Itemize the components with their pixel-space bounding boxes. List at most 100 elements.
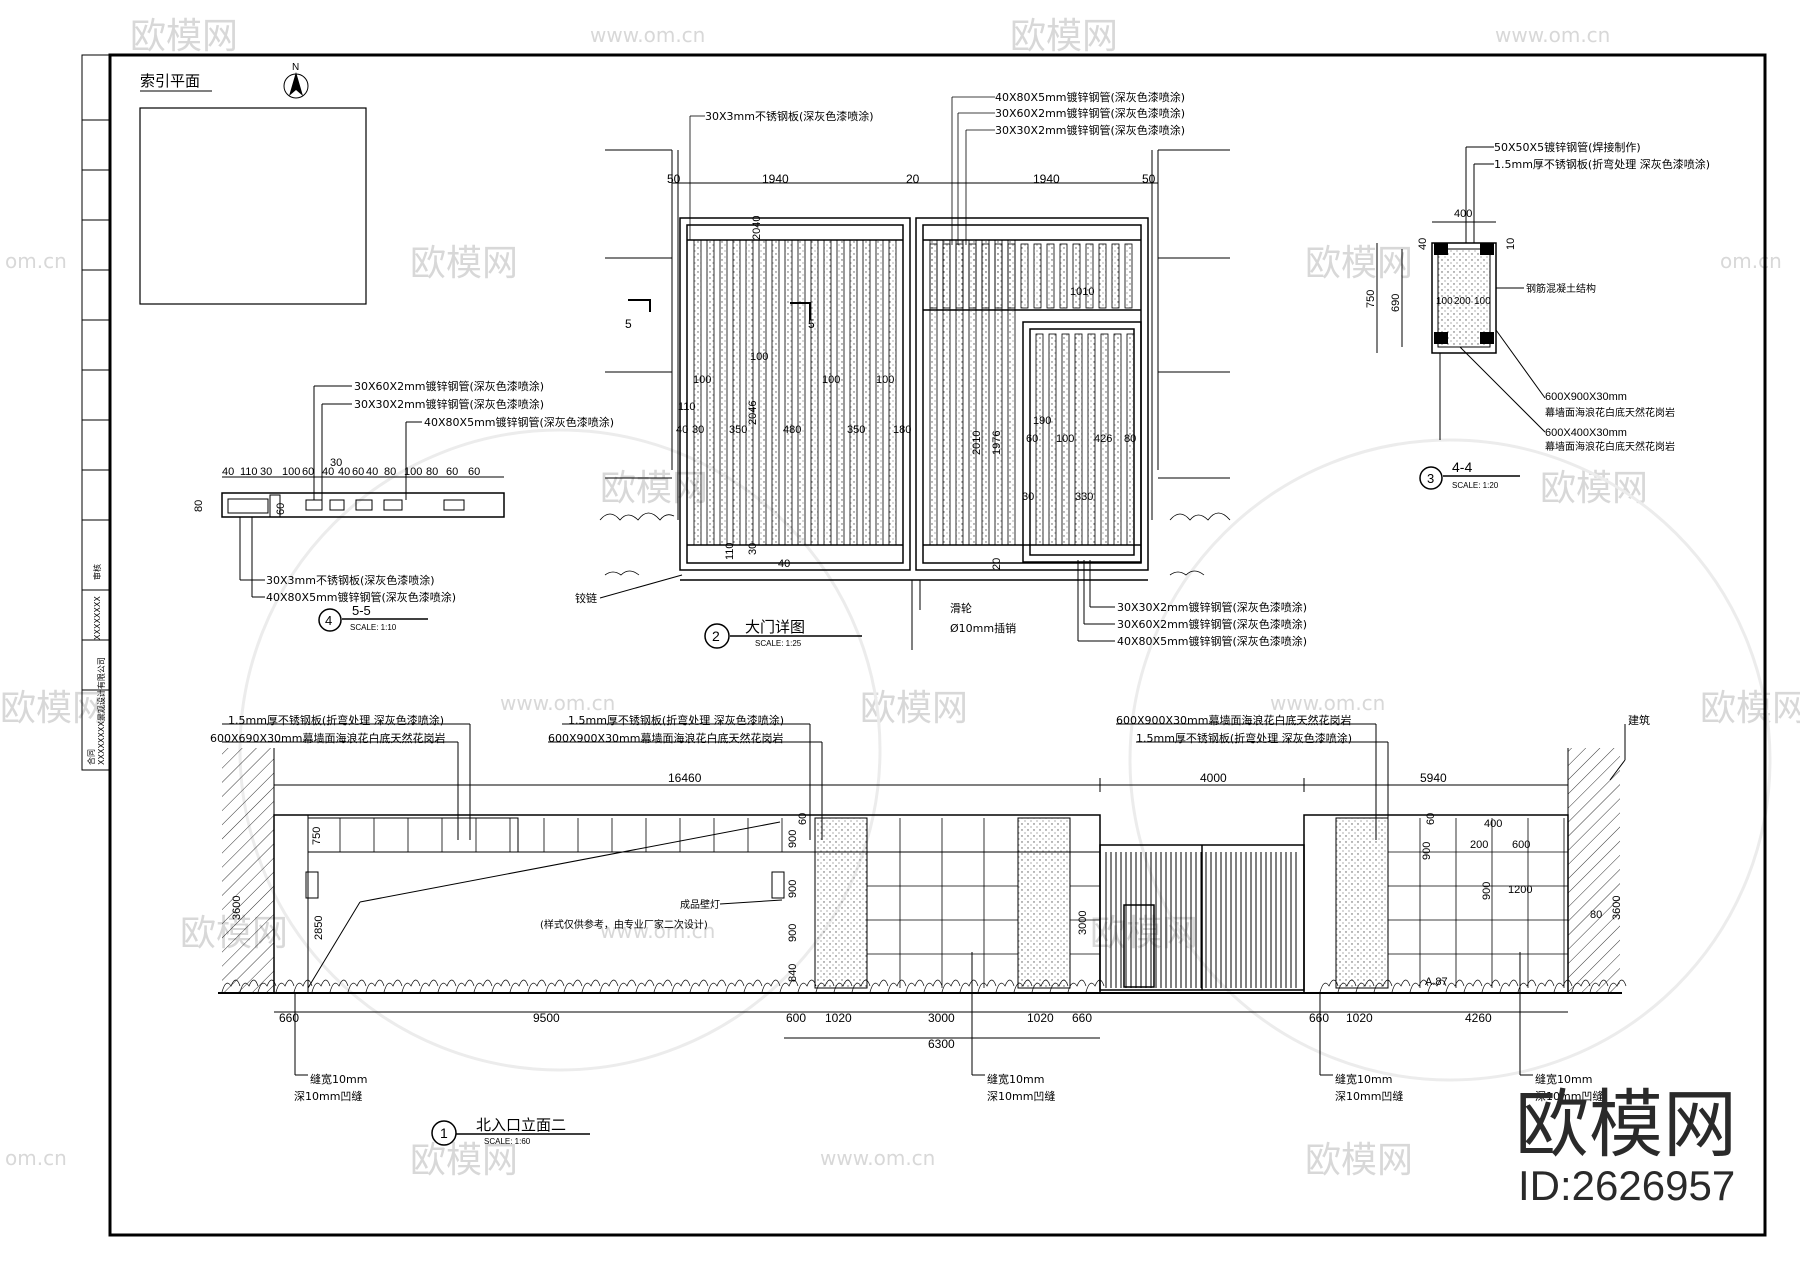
- shrub: [1409, 979, 1429, 993]
- shrub: [1427, 979, 1447, 993]
- shrub: [437, 979, 457, 993]
- svg-text:SCALE: 1:25: SCALE: 1:25: [755, 639, 802, 648]
- svg-text:750: 750: [1365, 290, 1377, 308]
- svg-text:30X3mm不锈钢板(深灰色漆喷涂): 30X3mm不锈钢板(深灰色漆喷涂): [266, 573, 435, 587]
- shrub: [1607, 979, 1627, 993]
- svg-text:60: 60: [1026, 433, 1038, 445]
- svg-text:合同: 合同: [86, 749, 96, 765]
- watermark-site: www.om.cn: [500, 691, 615, 715]
- watermark-site: om.cn: [1720, 249, 1782, 273]
- gate-bar: [875, 239, 884, 546]
- watermark-brand: 欧模网: [1305, 1140, 1413, 1181]
- svg-text:审核: 审核: [92, 564, 102, 580]
- svg-text:110: 110: [724, 542, 736, 560]
- gate-bar: [1035, 333, 1044, 546]
- shrub: [383, 979, 403, 993]
- gate-bar: [849, 239, 858, 546]
- gate-bar: [981, 239, 990, 546]
- svg-text:30: 30: [692, 424, 704, 436]
- svg-text:40X80X5mm镀锌钢管(深灰色漆喷涂): 40X80X5mm镀锌钢管(深灰色漆喷涂): [266, 590, 456, 604]
- view-title-4: 4 5-5 SCALE: 1:10: [318, 603, 428, 632]
- svg-text:40: 40: [676, 424, 688, 436]
- svg-text:北入口立面二: 北入口立面二: [476, 1116, 566, 1134]
- gate-detail: 5 5 50 1940 20 1940 50 100 100 100 100 1…: [575, 90, 1307, 650]
- shrub: [581, 979, 601, 993]
- watermark-brand: 欧模网: [0, 688, 108, 729]
- shrub: [689, 979, 709, 993]
- shrub: [977, 979, 997, 993]
- svg-text:100: 100: [1056, 433, 1074, 445]
- svg-text:幕墙面海浪花白底天然花岗岩: 幕墙面海浪花白底天然花岗岩: [1545, 406, 1675, 419]
- watermark-brand: 欧模网: [130, 16, 238, 57]
- shrub: [815, 979, 835, 993]
- shrub: [563, 979, 583, 993]
- shrub: [1085, 979, 1105, 993]
- svg-text:Ø10mm插销: Ø10mm插销: [950, 621, 1016, 635]
- gate-bar: [981, 243, 990, 309]
- shrub: [401, 979, 421, 993]
- svg-text:2046: 2046: [747, 401, 759, 425]
- watermark-brand: 欧模网: [600, 468, 708, 509]
- svg-text:80: 80: [193, 500, 205, 512]
- shrub: [311, 979, 331, 993]
- svg-text:幕墙面海浪花白底天然花岗岩: 幕墙面海浪花白底天然花岗岩: [1545, 440, 1675, 453]
- svg-text:5: 5: [625, 317, 632, 331]
- shrub: [1355, 979, 1375, 993]
- left-title-strip: 合同 XXXXXXXX景观设计有限公司 XXXXXXXX 审核: [86, 564, 106, 765]
- svg-text:40X80X5mm镀锌钢管(深灰色漆喷涂): 40X80X5mm镀锌钢管(深灰色漆喷涂): [1117, 634, 1307, 648]
- view-title-3: 3 4-4 SCALE: 1:20: [1419, 459, 1520, 490]
- svg-text:900: 900: [787, 924, 799, 942]
- svg-text:30X60X2mm镀锌钢管(深灰色漆喷涂): 30X60X2mm镀锌钢管(深灰色漆喷涂): [995, 106, 1185, 120]
- shrub: [239, 979, 259, 993]
- gate-bar: [1007, 243, 1016, 309]
- svg-text:660: 660: [1309, 1011, 1329, 1025]
- svg-text:4260: 4260: [1465, 1011, 1492, 1025]
- svg-text:100: 100: [1436, 296, 1453, 307]
- gate-bar: [758, 239, 767, 546]
- shrub: [1013, 979, 1033, 993]
- dim-label: 80: [426, 466, 438, 478]
- svg-text:4000: 4000: [1200, 771, 1227, 785]
- svg-text:1020: 1020: [825, 1011, 852, 1025]
- svg-text:840: 840: [787, 964, 799, 982]
- svg-text:缝宽10mm: 缝宽10mm: [310, 1072, 367, 1086]
- gate-bar: [929, 239, 938, 546]
- shrub: [545, 979, 565, 993]
- watermark-brand: 欧模网: [410, 243, 518, 284]
- gate-bar: [1046, 243, 1055, 309]
- svg-text:100: 100: [693, 374, 711, 386]
- svg-text:XXXXXXXX: XXXXXXXX: [93, 596, 102, 640]
- svg-text:400: 400: [1484, 818, 1502, 830]
- shrub: [329, 979, 349, 993]
- gate-bar: [1085, 243, 1094, 309]
- shrub: [635, 979, 655, 993]
- gate-bar: [1061, 333, 1070, 546]
- gate-bar: [1113, 333, 1122, 546]
- svg-text:SCALE: 1:20: SCALE: 1:20: [1452, 481, 1499, 490]
- shrub: [1049, 979, 1069, 993]
- view-title-2: 2 大门详图 SCALE: 1:25: [704, 618, 862, 649]
- svg-text:5-5: 5-5: [352, 603, 371, 618]
- model-id: ID:2626957: [1518, 1162, 1735, 1209]
- svg-text:缝宽10mm: 缝宽10mm: [1535, 1072, 1592, 1086]
- shrub: [743, 979, 763, 993]
- watermark-site: www.om.cn: [1495, 23, 1610, 47]
- svg-text:400: 400: [1454, 208, 1472, 220]
- shrub: [473, 979, 493, 993]
- svg-text:426: 426: [1094, 433, 1112, 445]
- svg-text:600X900X30mm: 600X900X30mm: [1545, 391, 1627, 403]
- svg-text:30X60X2mm镀锌钢管(深灰色漆喷涂): 30X60X2mm镀锌钢管(深灰色漆喷涂): [354, 379, 544, 393]
- shrub: [1463, 979, 1483, 993]
- shrub: [1319, 979, 1339, 993]
- svg-text:1.5mm厚不锈钢板(折弯处理 深灰色漆喷涂): 1.5mm厚不锈钢板(折弯处理 深灰色漆喷涂): [568, 713, 784, 727]
- shrub: [833, 979, 853, 993]
- gate-bar: [784, 239, 793, 546]
- shrub: [293, 979, 313, 993]
- svg-text:900: 900: [1421, 842, 1433, 860]
- gate-bar: [1072, 243, 1081, 309]
- shrub: [995, 979, 1015, 993]
- svg-text:16460: 16460: [668, 771, 702, 785]
- shrub: [725, 979, 745, 993]
- svg-text:SCALE: 1:10: SCALE: 1:10: [350, 623, 397, 632]
- shrub: [887, 979, 907, 993]
